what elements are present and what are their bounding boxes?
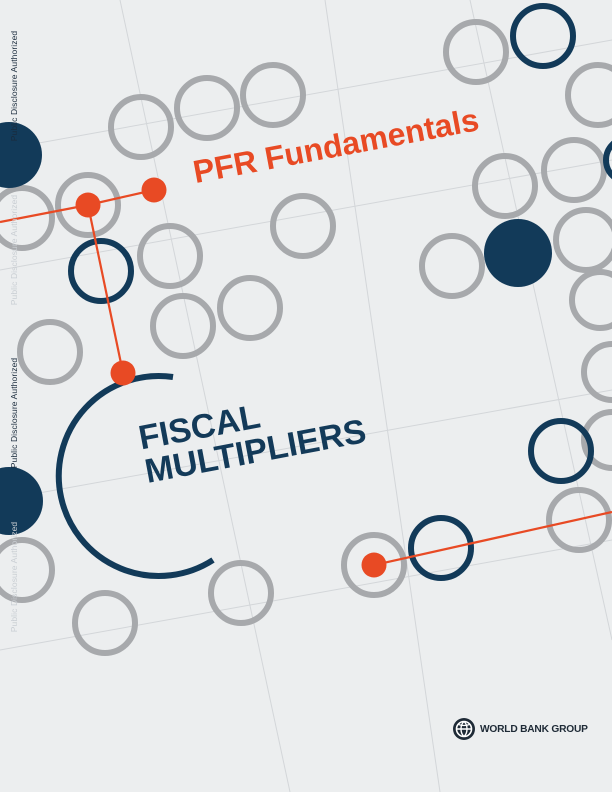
- gray-ring: [208, 560, 274, 626]
- gray-ring: [108, 94, 174, 160]
- grid-line: [0, 159, 612, 271]
- gray-ring: [55, 172, 121, 238]
- grid-line: [119, 0, 291, 792]
- navy-ring: [603, 140, 612, 180]
- connector-line: [86, 204, 125, 374]
- gray-ring: [217, 275, 283, 341]
- connector-line: [373, 510, 612, 567]
- gray-ring: [565, 62, 612, 128]
- orange-node: [110, 360, 136, 386]
- orange-node: [75, 192, 101, 218]
- navy-dots: [0, 122, 552, 535]
- navy-arc: [55, 373, 215, 579]
- gray-ring: [546, 487, 612, 553]
- gray-ring: [270, 193, 336, 259]
- navy-ring: [510, 3, 576, 69]
- navy-dot: [484, 219, 552, 287]
- navy-dot: [0, 467, 43, 535]
- gray-ring: [581, 341, 612, 403]
- navy-ring: [528, 418, 594, 484]
- globe-emblem-icon: [453, 718, 475, 740]
- gray-ring: [72, 590, 138, 656]
- publisher-name: WORLD BANK GROUP: [480, 723, 588, 735]
- navy-dot: [0, 122, 42, 188]
- navy-ring: [68, 238, 134, 304]
- gray-ring: [240, 62, 306, 128]
- gray-ring: [0, 185, 55, 251]
- gray-ring: [137, 223, 203, 289]
- gray-ring: [341, 532, 407, 598]
- gray-ring: [150, 293, 216, 359]
- gray-ring: [443, 19, 509, 85]
- orange-nodes: [75, 177, 387, 578]
- publisher-logo: WORLD BANK GROUP: [452, 717, 588, 741]
- orange-node: [361, 552, 387, 578]
- navy-rings: [68, 3, 612, 581]
- orange-node: [141, 177, 167, 203]
- disclosure-label-faint: Public Disclosure Authorized: [9, 521, 19, 633]
- navy-ring: [408, 515, 474, 581]
- gray-ring: [419, 233, 485, 299]
- grid-line: [0, 539, 612, 651]
- gray-ring: [17, 319, 83, 385]
- gray-ring: [541, 137, 607, 203]
- connector-line: [0, 203, 89, 224]
- gray-ring: [472, 153, 538, 219]
- gray-ring: [553, 207, 612, 273]
- gray-rings: [0, 19, 612, 656]
- gray-ring: [569, 269, 612, 331]
- gray-ring: [174, 75, 240, 141]
- gray-ring: [0, 537, 55, 603]
- grid-line: [324, 0, 441, 792]
- disclosure-label: Public Disclosure Authorized: [9, 357, 19, 469]
- grid-line: [469, 0, 612, 641]
- gray-ring: [581, 409, 612, 471]
- disclosure-label: Public Disclosure Authorized: [9, 30, 19, 142]
- disclosure-label-faint: Public Disclosure Authorized: [9, 194, 19, 306]
- grid-line: [0, 389, 612, 501]
